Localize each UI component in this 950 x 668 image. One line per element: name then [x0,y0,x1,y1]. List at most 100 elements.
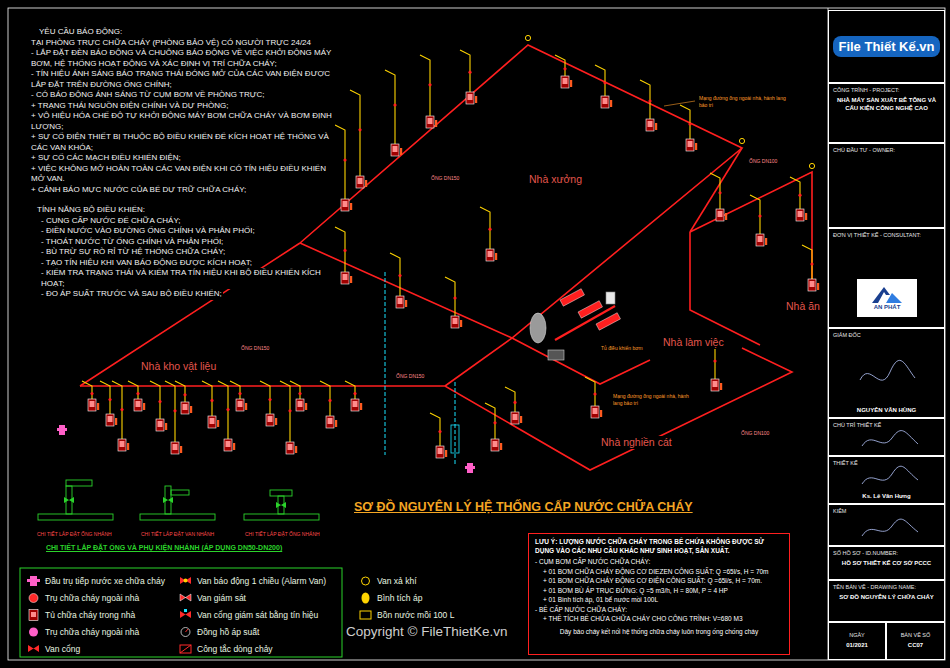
cabinet-door [513,414,518,420]
cell-heading: AN PHÁT [874,304,901,310]
cabinet-door [398,298,403,304]
hose-cabinet-riser [480,207,497,261]
cabinet-door [438,448,443,454]
pipe-size: ỐNG DN150 [430,175,460,181]
riser-valve [758,214,761,217]
riser-pipe [335,125,345,199]
riser-pipe [202,381,212,416]
hose-cabinet [486,249,494,261]
cabinet-door [328,418,333,424]
cell-value: 01/2021 [846,642,868,650]
hose-cabinet [171,442,179,454]
company-logo: AN PHÁT [857,279,917,317]
hose-cabinet [716,209,724,221]
riser-pipe [680,105,690,139]
hose-cabinet [646,119,654,131]
hose-cabinet-riser [680,105,697,151]
note-line: + 01 Bình tích áp, 01 bể nước mồi 100L [543,596,783,605]
riser-valve [648,99,651,102]
hose-cabinet-riser [430,413,447,458]
title-block-cell: ĐƠN VỊ THIẾT KẾ - CONSULTANT: AN PHÁT [828,228,945,328]
legend-item: Van giám sát [178,592,246,604]
pressure-tank [530,313,546,343]
riser-valve [353,392,356,395]
extinguisher [360,403,362,410]
requirement-text: + VÔ HIỆU HÓA CHẾ ĐỘ TỰ KHỞI ĐỘNG MÁY BƠ… [30,111,335,132]
hose-cabinet-riser [100,381,117,426]
hose-cabinet [808,279,816,291]
cabinet-door [343,201,348,207]
legend-text: Đồng hồ áp suất [197,626,259,638]
valve-symbol [28,645,39,652]
extinguisher [180,446,182,453]
cabinet-door [593,408,598,414]
legend-symbol [26,575,41,587]
extinguisher [655,123,657,130]
note-line: + 01 BƠM BÙ ÁP TRỤC ĐỨNG: Q =5 m3/h, H =… [543,587,783,596]
hose-cabinet-riser [345,381,362,411]
extinguisher [805,213,807,220]
primer-symbol [360,611,371,619]
riser-valve [398,274,401,277]
hose-cabinet-riser [640,80,657,131]
cabinet-door [563,78,568,84]
hose-cabinet [236,399,244,411]
riser-valve [493,421,496,424]
extinguisher [500,443,502,450]
signature [860,360,915,380]
extinguisher [570,80,572,87]
cabinet-door [298,401,303,407]
riser-valve [488,228,491,231]
detail-pipe [244,514,319,520]
title-block-cell: GIÁM ĐỐCNGUYỄN VĂN HÙNG [828,328,945,418]
flow-switch-symbol [180,645,191,653]
legend-symbol [178,575,193,587]
hose-cabinet [601,96,609,108]
riser-valve [328,399,331,402]
valve-symbol [184,579,188,583]
hose-cabinet-riser [555,55,572,88]
title-block-cell: KIỂM [828,504,945,546]
riser-valve [120,408,123,411]
riser-valve [288,409,291,412]
title-block-cell: TÊN BẢN VẼ - DRAWING NAME:SƠ ĐỒ NGUYÊN L… [828,580,945,622]
riser-pipe [802,245,812,279]
hose-cabinet-riser [175,381,192,414]
cabinet-door [453,318,458,324]
cell-heading: CHỦ ĐẦU TƯ - OWNER: [833,147,895,154]
callout-note: Mạng đường ống ngoài nhà, hành lang bảo … [612,393,699,406]
inlet-symbol [27,579,40,582]
hose-cabinet [266,414,274,426]
valve-symbol [180,577,191,584]
note-line: + 01 BƠM CHỮA CHÁY ĐỘNG CƠ ĐIỆN CÔNG SUẤ… [543,577,783,586]
hose-cabinet-riser [320,381,337,428]
legend-text: Van cổng giám sát bằng tín hiệu [197,609,318,621]
riser-valve [688,122,691,125]
title-block-cell: SỐ HỒ SƠ - ID.NUMBER:HỒ SƠ THIẾT KẾ CƠ S… [828,546,945,580]
title-block-cell: CHỦ TRÌ THIẾT KẾ [828,418,945,456]
cell-heading: SỐ HỒ SƠ - ID.NUMBER: [833,550,898,557]
hose-cabinet-riser [112,381,129,451]
title-block-cell: CÔNG TRÌNH - PROJECT:NHÀ MÁY SẢN XUẤT BÊ… [828,83,945,143]
riser-pipe [555,55,565,76]
gauge-symbol [181,628,190,637]
riser-valve [563,67,566,70]
extinguisher [600,410,602,417]
logo-shape [872,287,890,303]
hose-cabinet-riser [280,381,297,454]
cell-heading: ĐƠN VỊ THIẾT KẾ - CONSULTANT: [833,232,921,239]
requirement-text: TÍNH NĂNG BỘ ĐIỀU KHIỂN: [36,205,146,216]
hose-cabinet-riser [165,381,182,454]
detail-caption: CHI TIẾT LẮP ĐẶT ỐNG NHÁNH [36,531,113,537]
legend-text: Tủ chữa cháy trong nhà [45,609,135,621]
cabinet-door [688,141,693,147]
legend-item: Công tắc dòng chảy [178,643,273,655]
hose-cabinet [208,416,216,428]
riser-valve [158,400,161,403]
hose-cabinet [591,406,599,418]
cabinet-door [353,401,358,407]
riser-valve [343,158,346,161]
valve-symbol [180,611,191,618]
requirement-text: TẠI PHÒNG TRỰC CHỮA CHÁY (PHÒNG BẢO VỆ) … [30,38,312,49]
pipe-size: ỐNG DN100 [740,430,770,436]
